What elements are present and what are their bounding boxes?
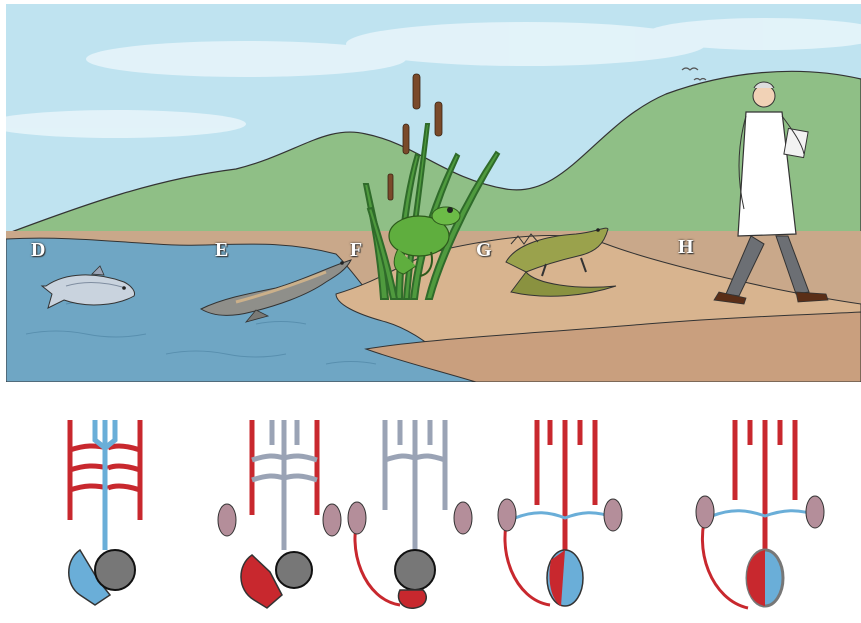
label-e: E	[215, 239, 228, 262]
mammal-lung-right	[806, 496, 824, 528]
label-h: H	[678, 236, 694, 259]
reptile-arteries	[537, 420, 595, 550]
habitat-scene	[6, 4, 861, 382]
amphibian-lung-right	[454, 502, 472, 534]
circulation-amphibian	[345, 400, 485, 623]
lungfish-lung-left	[218, 504, 236, 536]
amphibian-vessels	[385, 420, 445, 550]
lungfish-veins	[252, 420, 317, 550]
circulation-mammal	[690, 400, 830, 623]
lungfish-gills	[276, 552, 312, 588]
circulation-lungfish	[212, 400, 352, 623]
circulation-fish	[40, 400, 180, 623]
reptile-lung-right	[604, 499, 622, 531]
lungfish-heart	[241, 555, 282, 608]
reptile-lung-left	[498, 499, 516, 531]
amphibian-gills	[395, 550, 435, 590]
circulation-diagrams	[0, 400, 861, 623]
lungfish-lung-right	[323, 504, 341, 536]
label-d: D	[31, 239, 45, 262]
label-g: G	[476, 239, 492, 262]
label-f: F	[350, 239, 362, 262]
mammal-arteries	[735, 420, 795, 550]
circulation-reptile	[495, 400, 635, 623]
fish-gills	[95, 550, 135, 590]
amphibian-heart	[398, 590, 426, 608]
amphibian-lung-left	[348, 502, 366, 534]
mammal-lung-left	[696, 496, 714, 528]
mammal-heart-left	[747, 550, 765, 606]
